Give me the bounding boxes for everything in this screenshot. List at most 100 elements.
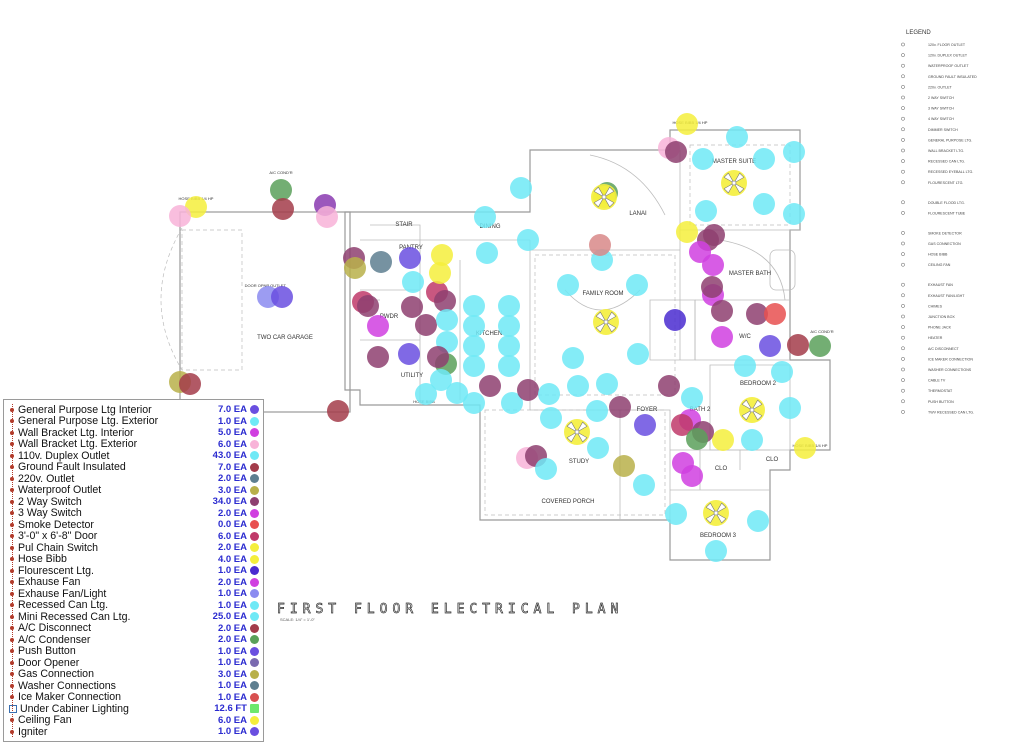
electrical-marker[interactable] (596, 373, 618, 395)
electrical-marker[interactable] (779, 397, 801, 419)
electrical-marker[interactable] (463, 392, 485, 414)
count-row[interactable]: Recessed Can Ltg.1.0 EA (4, 599, 263, 611)
electrical-marker[interactable] (681, 465, 703, 487)
electrical-marker[interactable] (272, 198, 294, 220)
electrical-marker[interactable] (501, 392, 523, 414)
electrical-marker[interactable] (734, 355, 756, 377)
electrical-marker[interactable] (169, 205, 191, 227)
electrical-marker[interactable] (809, 335, 831, 357)
ceiling-fan-icon[interactable] (564, 419, 590, 445)
electrical-marker[interactable] (402, 271, 424, 293)
electrical-marker[interactable] (434, 290, 456, 312)
ceiling-fan-icon[interactable] (721, 170, 747, 196)
electrical-marker[interactable] (634, 414, 656, 436)
electrical-marker[interactable] (701, 276, 723, 298)
electrical-marker[interactable] (415, 383, 437, 405)
electrical-marker[interactable] (401, 296, 423, 318)
electrical-marker[interactable] (586, 400, 608, 422)
electrical-marker[interactable] (430, 369, 452, 391)
electrical-marker[interactable] (783, 141, 805, 163)
electrical-marker[interactable] (771, 361, 793, 383)
electrical-marker[interactable] (753, 148, 775, 170)
electrical-marker[interactable] (463, 315, 485, 337)
electrical-marker[interactable] (431, 244, 453, 266)
electrical-marker[interactable] (794, 437, 816, 459)
electrical-marker[interactable] (398, 343, 420, 365)
electrical-marker[interactable] (316, 206, 338, 228)
electrical-marker[interactable] (681, 387, 703, 409)
electrical-marker[interactable] (463, 295, 485, 317)
electrical-marker[interactable] (344, 257, 366, 279)
electrical-marker[interactable] (540, 407, 562, 429)
electrical-marker[interactable] (676, 221, 698, 243)
electrical-marker[interactable] (517, 379, 539, 401)
electrical-marker[interactable] (671, 414, 693, 436)
electrical-marker[interactable] (692, 148, 714, 170)
electrical-marker[interactable] (367, 315, 389, 337)
electrical-marker[interactable] (367, 346, 389, 368)
electrical-marker[interactable] (741, 429, 763, 451)
electrical-marker[interactable] (370, 251, 392, 273)
electrical-marker[interactable] (429, 262, 451, 284)
electrical-marker[interactable] (589, 234, 611, 256)
electrical-marker[interactable] (764, 303, 786, 325)
electrical-marker[interactable] (271, 286, 293, 308)
ceiling-fan-layer[interactable] (564, 170, 765, 526)
electrical-marker[interactable] (633, 474, 655, 496)
electrical-marker[interactable] (498, 335, 520, 357)
ceiling-fan-icon[interactable] (739, 397, 765, 423)
electrical-marker[interactable] (179, 373, 201, 395)
electrical-marker[interactable] (476, 242, 498, 264)
electrical-marker[interactable] (711, 300, 733, 322)
electrical-marker[interactable] (463, 355, 485, 377)
electrical-marker[interactable] (613, 455, 635, 477)
electrical-marker[interactable] (357, 295, 379, 317)
electrical-marker[interactable] (510, 177, 532, 199)
electrical-marker[interactable] (658, 375, 680, 397)
electrical-marker[interactable] (695, 200, 717, 222)
ceiling-fan-icon[interactable] (703, 500, 729, 526)
electrical-marker[interactable] (626, 274, 648, 296)
electrical-marker[interactable] (535, 458, 557, 480)
electrical-marker[interactable] (446, 382, 468, 404)
electrical-marker[interactable] (627, 343, 649, 365)
electrical-marker[interactable] (587, 437, 609, 459)
electrical-marker[interactable] (415, 314, 437, 336)
electrical-marker[interactable] (538, 383, 560, 405)
electrical-marker[interactable] (185, 196, 207, 218)
ceiling-fan-icon[interactable] (593, 309, 619, 335)
electrical-marker[interactable] (702, 254, 724, 276)
electrical-marker[interactable] (517, 229, 539, 251)
count-row[interactable]: Flourescent Ltg.1.0 EA (4, 565, 263, 577)
electrical-marker[interactable] (759, 335, 781, 357)
electrical-marker[interactable] (676, 113, 698, 135)
electrical-marker[interactable] (463, 335, 485, 357)
electrical-marker[interactable] (711, 326, 733, 348)
electrical-marker[interactable] (664, 309, 686, 331)
electrical-marker[interactable] (703, 224, 725, 246)
electrical-marker[interactable] (665, 141, 687, 163)
electrical-marker[interactable] (562, 347, 584, 369)
electrical-marker[interactable] (567, 375, 589, 397)
electrical-marker[interactable] (436, 309, 458, 331)
